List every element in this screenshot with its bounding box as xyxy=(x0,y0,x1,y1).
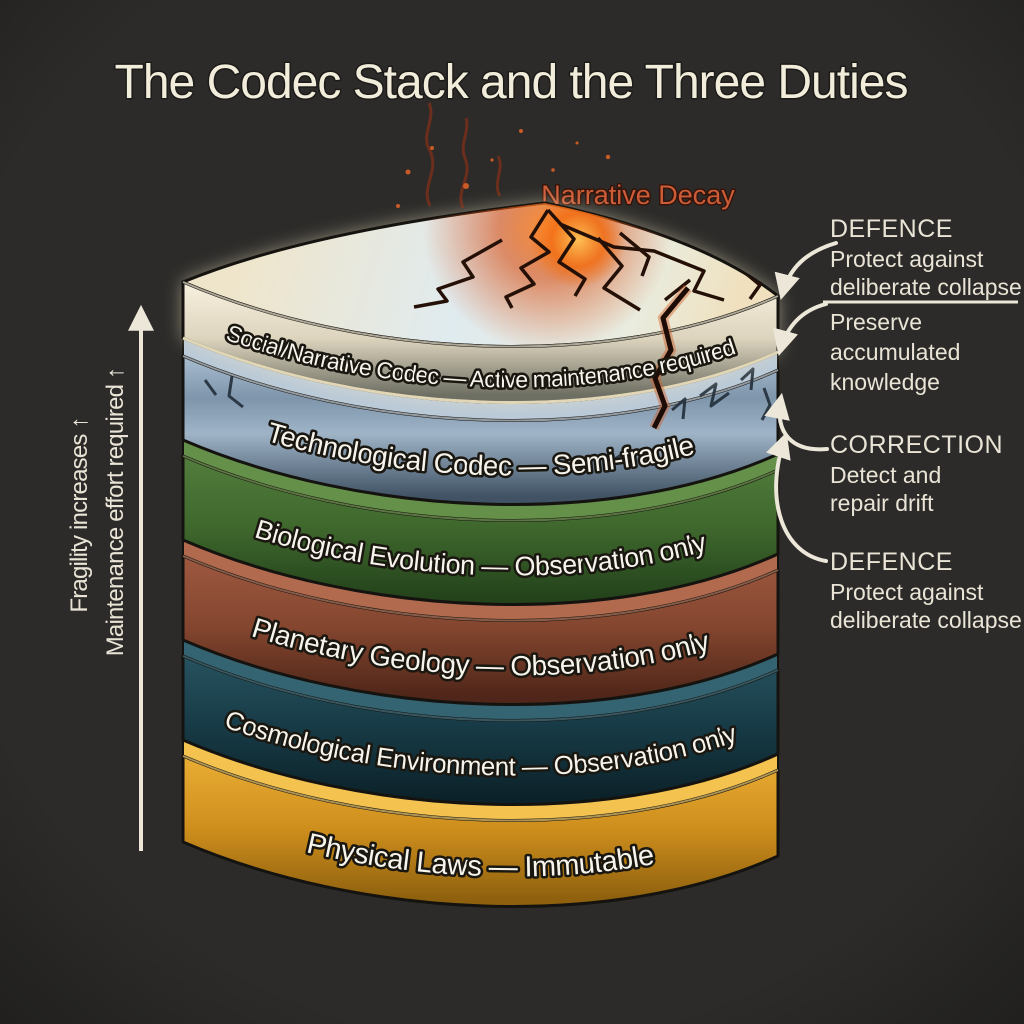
annotation-line: deliberate collapse xyxy=(830,274,1022,300)
fragility-axis: Fragility increases ↑ Maintenance effort… xyxy=(66,304,154,851)
annotation-line: Preserve xyxy=(830,309,922,335)
annotation-line: knowledge xyxy=(830,369,940,395)
arrow-defence-top xyxy=(774,241,838,301)
annotation-line: accumulated xyxy=(830,339,960,365)
surface-crack-lines xyxy=(413,208,762,312)
page-title: The Codec Stack and the Three Duties xyxy=(115,56,908,109)
layer-cosmological-environment-rim xyxy=(182,655,779,722)
layer-physical-laws-rim xyxy=(182,755,779,822)
annotation-line: Detect and xyxy=(830,462,941,488)
smoke-wisps xyxy=(425,102,502,209)
annotation-preserve: Preserve accumulated knowledge xyxy=(830,309,960,395)
narrative-decay-label: Narrative Decay xyxy=(541,180,735,210)
layer-technological-codec: Technological Codec — Semi-fragile xyxy=(181,334,780,506)
layer-social-narrative-codec-rim xyxy=(182,281,779,348)
annotation-defence-bottom: DEFENCE Protect against deliberate colla… xyxy=(830,548,1022,633)
layer-biological-evolution: Biological Evolution — Observation only xyxy=(181,434,780,606)
layer-technological-codec-rim xyxy=(182,355,779,422)
annotation-defence-top: DEFENCE Protect against deliberate colla… xyxy=(830,215,1022,300)
layer-biological-evolution-rim xyxy=(182,455,779,522)
layer-planetary-geology-rim xyxy=(182,555,779,622)
duty-annotations-arrows xyxy=(764,241,838,563)
embers xyxy=(396,129,611,208)
annotation-line: deliberate collapse xyxy=(830,607,1022,633)
arrow-defence-bottom xyxy=(766,432,828,563)
layer-planetary-geology: Planetary Geology — Observation only xyxy=(181,534,780,706)
annotation-correction: CORRECTION Detect and repair drift xyxy=(830,431,1003,516)
layer-cosmological-environment: Cosmological Environment — Observation o… xyxy=(181,634,780,806)
annotation-line: Protect against xyxy=(830,579,984,605)
arrow-preserve xyxy=(772,302,828,357)
annotation-heading: CORRECTION xyxy=(830,431,1003,459)
annotation-heading: DEFENCE xyxy=(830,215,953,243)
annotation-heading: DEFENCE xyxy=(830,548,953,576)
fragility-axis-label-2: Maintenance effort required ↑ xyxy=(102,368,129,657)
layer-social-narrative-codec: Social/Narrative Codec — Active maintena… xyxy=(181,102,780,431)
layer-social-narrative-codec-bottom-rim xyxy=(182,336,779,404)
annotation-line: Protect against xyxy=(830,246,984,272)
major-crack xyxy=(651,286,690,430)
fragility-axis-label-1: Fragility increases ↑ xyxy=(66,417,93,612)
annotation-line: repair drift xyxy=(830,490,934,516)
